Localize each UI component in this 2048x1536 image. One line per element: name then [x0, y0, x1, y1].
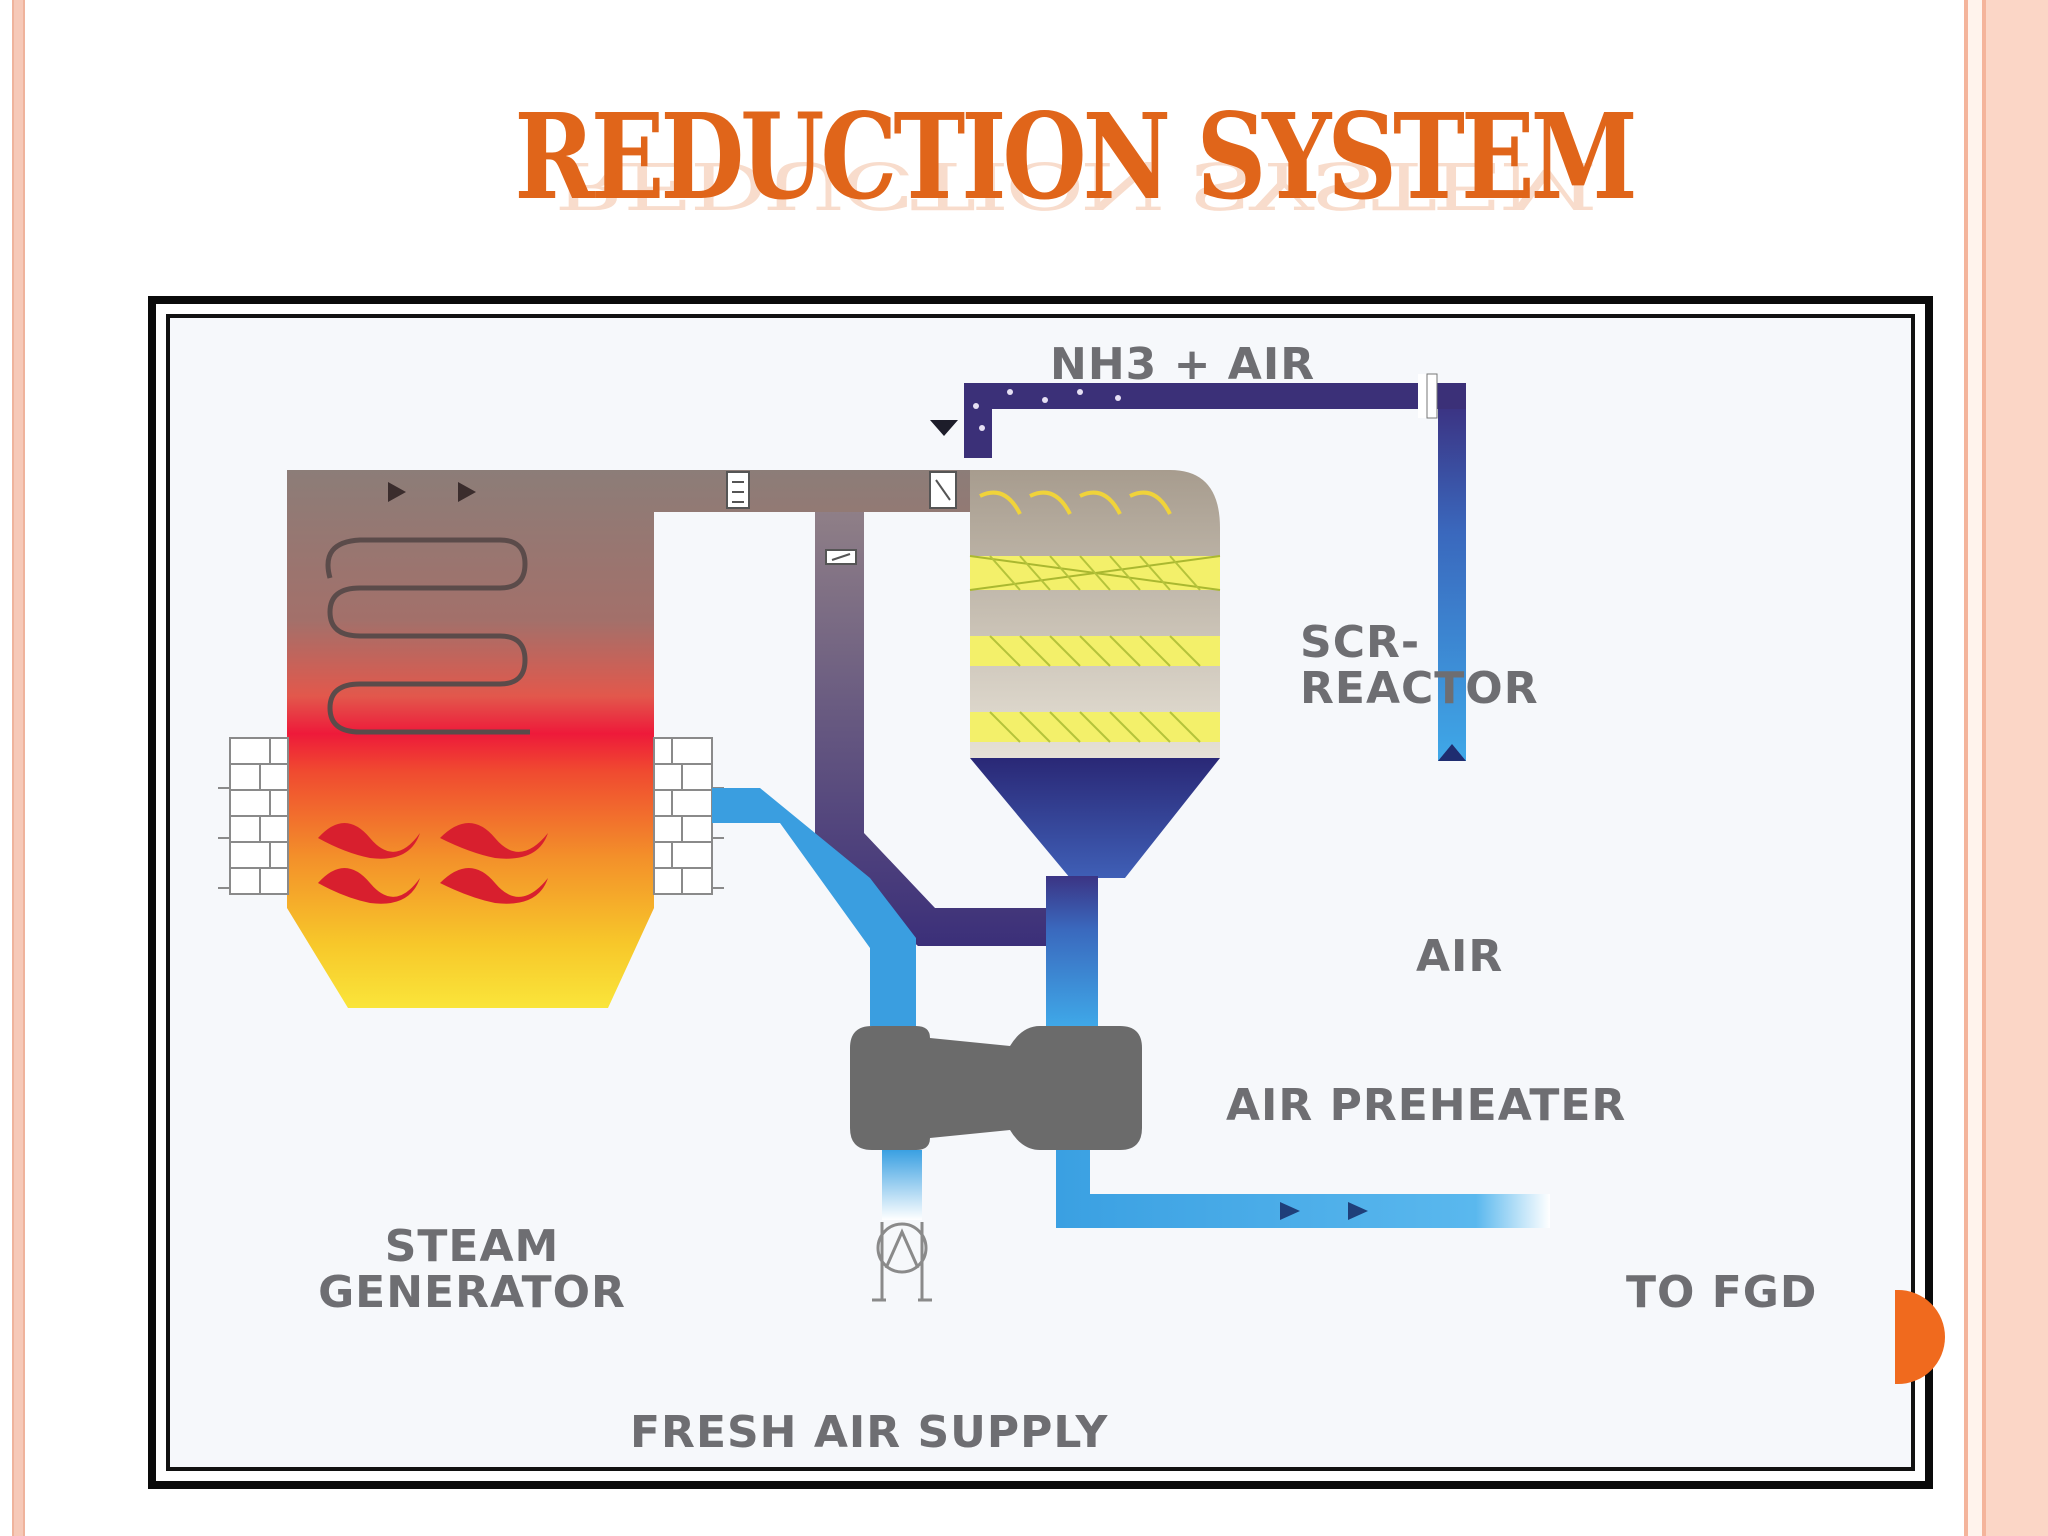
damper-icon — [726, 471, 750, 509]
nh3-air-label: NH3 + AIR — [1050, 339, 1316, 390]
reactor-outlet-duct — [1046, 876, 1098, 1026]
slide-accent-dot — [1895, 1290, 1945, 1384]
combustion-air-duct — [712, 788, 916, 1026]
flow-arrow-icon — [388, 482, 406, 502]
steam-generator-label-line1: STEAM — [384, 1221, 560, 1272]
air-preheater — [850, 1026, 1142, 1150]
burner-grid-right — [653, 737, 724, 895]
catalyst-layer — [970, 635, 1220, 667]
injection-arrow-icon — [930, 420, 958, 436]
scr-reactor-label-line1: SCR- — [1300, 617, 1421, 668]
slide-title: REDUCTION SYSTEM — [514, 87, 1637, 226]
flow-arrow-icon — [458, 482, 476, 502]
flow-arrow-icon — [1348, 1202, 1368, 1220]
steam-generator-label-line2: GENERATOR — [318, 1267, 626, 1318]
diagram-frame: NH3 + AIR SCR- REACTOR AIR AIR PREHEATER… — [148, 296, 1933, 1489]
fan-icon — [872, 1222, 932, 1302]
burner-grid-left — [218, 737, 289, 895]
slide-left-border — [12, 0, 25, 1536]
scr-reactor-label: SCR- REACTOR — [1300, 620, 1539, 712]
to-fgd-label: TO FGD — [1626, 1267, 1818, 1318]
air-preheater-label: AIR PREHEATER — [1226, 1080, 1627, 1131]
diagram-inner-frame: NH3 + AIR SCR- REACTOR AIR AIR PREHEATER… — [166, 314, 1915, 1471]
flow-arrow-icon — [1280, 1202, 1300, 1220]
scr-process-diagram — [218, 373, 1550, 1302]
steam-generator-label: STEAM GENERATOR — [282, 1224, 662, 1316]
nh3-air-duct — [964, 383, 1466, 761]
catalyst-layer — [969, 555, 1221, 591]
slide-title-reflection: REDUCTION SYSTEM — [554, 147, 1594, 224]
damper-icon — [825, 549, 857, 565]
catalyst-layer — [970, 711, 1220, 743]
slide-right-border — [1960, 0, 2048, 1536]
air-label: AIR — [1416, 931, 1504, 982]
scr-reactor — [969, 470, 1221, 878]
valve-icon — [1418, 373, 1438, 419]
air-inlet-arrow-icon — [1438, 744, 1466, 761]
flame-icon — [318, 823, 548, 904]
to-fgd-duct — [1056, 1150, 1550, 1228]
fresh-air-duct — [882, 1150, 922, 1220]
scr-reactor-label-line2: REACTOR — [1300, 663, 1539, 714]
fresh-air-supply-label: FRESH AIR SUPPLY — [630, 1407, 1109, 1458]
damper-icon — [929, 471, 957, 509]
